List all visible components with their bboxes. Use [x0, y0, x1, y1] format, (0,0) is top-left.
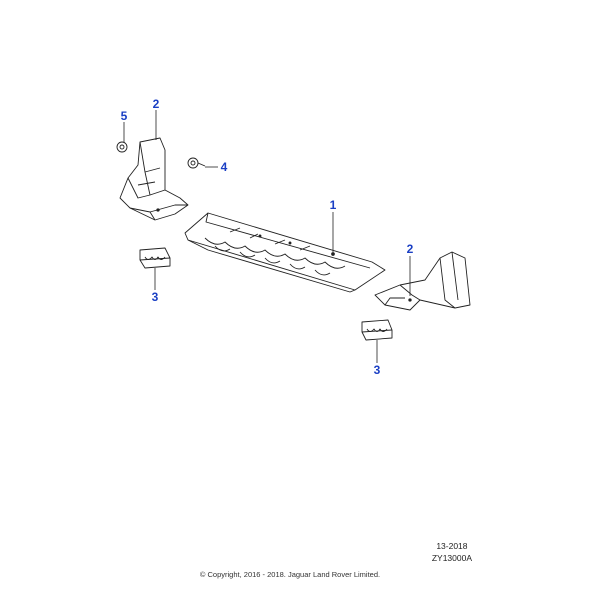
- callout-3-left: 3: [152, 290, 159, 304]
- bracket-upper-left: [119, 137, 189, 221]
- nut-part: [116, 141, 128, 153]
- date-code: 13-2018: [436, 541, 468, 551]
- illustration-ref: ZY13000A: [431, 553, 472, 563]
- grommet-part: [187, 157, 206, 169]
- callout-5: 5: [121, 109, 128, 123]
- callout-1: 1: [330, 198, 337, 212]
- callout-4: 4: [221, 160, 228, 174]
- callout-3-right: 3: [374, 363, 381, 377]
- copyright-notice: © Copyright, 2016 - 2018. Jaguar Land Ro…: [199, 570, 381, 579]
- bracket-right: [374, 251, 471, 311]
- leader-lines: [123, 110, 411, 363]
- clip-right: [361, 319, 393, 341]
- clip-left: [139, 247, 171, 269]
- callout-2-upper: 2: [153, 97, 160, 111]
- callout-2-right: 2: [407, 242, 414, 256]
- reference-block: 13-2018 ZY13000A: [432, 540, 472, 564]
- heat-shield-panel: [184, 212, 386, 293]
